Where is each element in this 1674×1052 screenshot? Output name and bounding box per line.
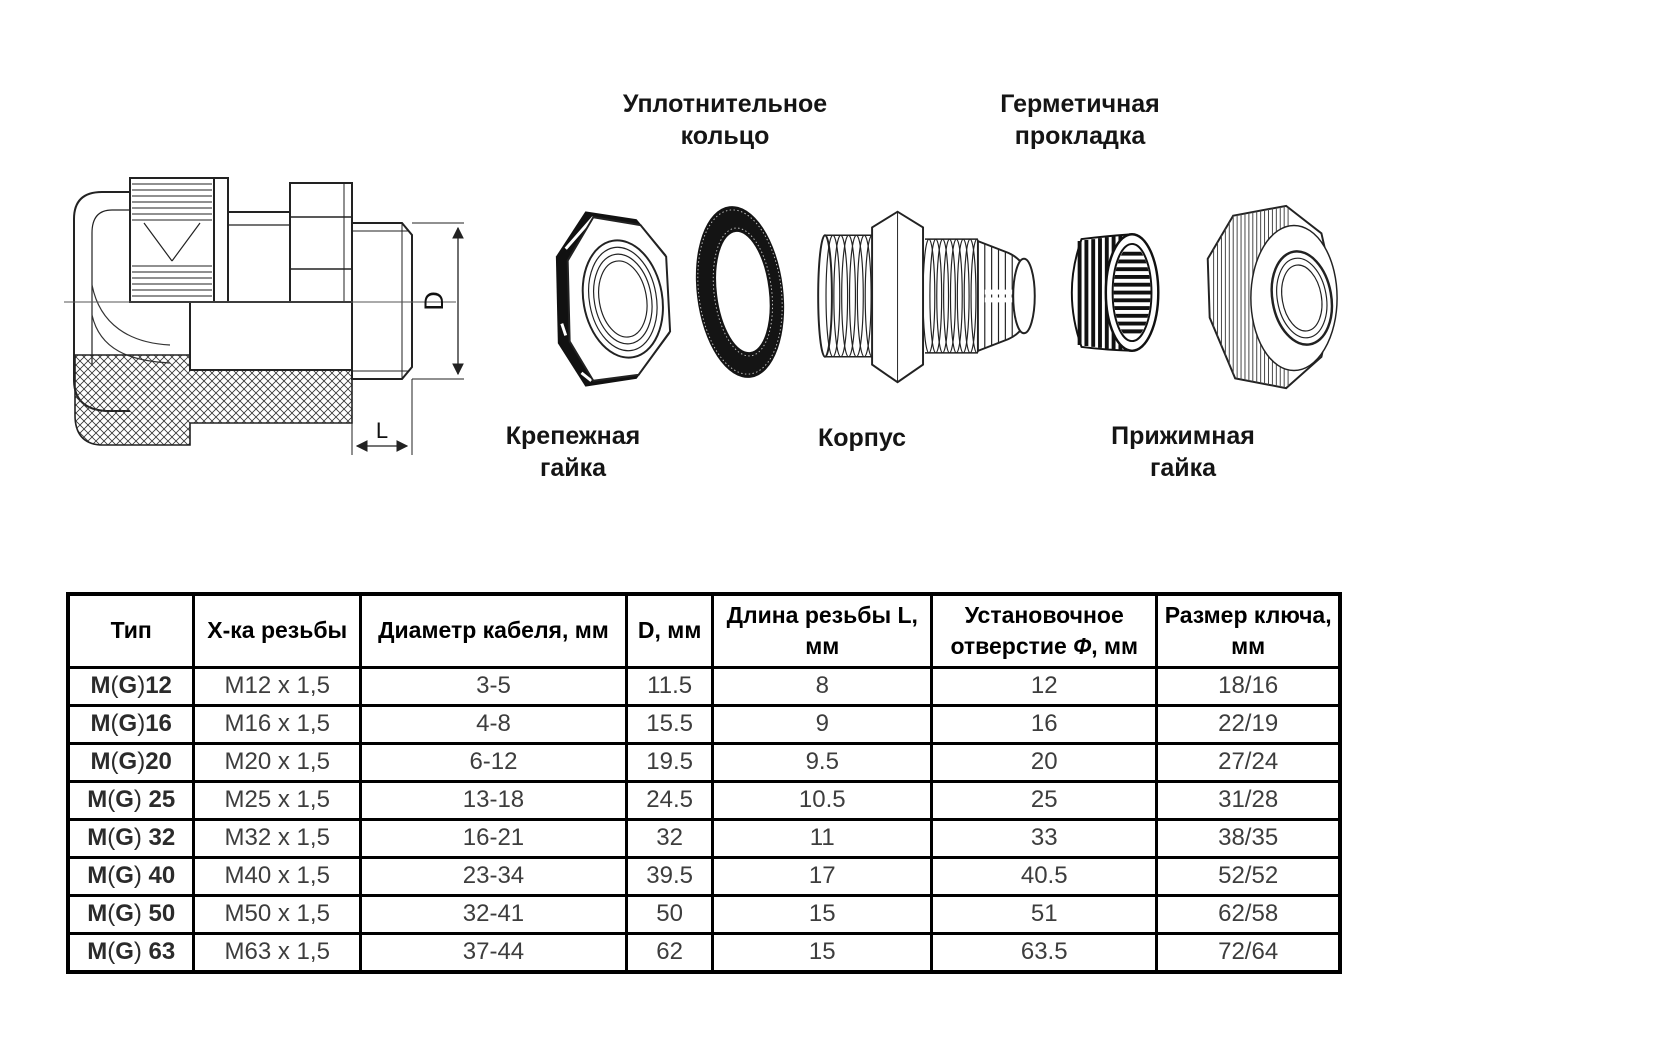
cell-wrench: 31/28 (1155, 780, 1342, 821)
cell-d: 11.5 (624, 666, 715, 707)
cell-wrench: 27/24 (1155, 742, 1342, 783)
cell-wrench: 18/16 (1155, 666, 1342, 707)
column-header-length: Длина резьбы L, мм (711, 592, 934, 669)
column-header-hole: Установочное отверстие Ф, мм (930, 592, 1159, 669)
cell-thread: M32 x 1,5 (192, 818, 363, 859)
cell-wrench: 38/35 (1155, 818, 1342, 859)
cell-wrench: 52/52 (1155, 856, 1342, 897)
clamping-nut-label: Прижимная гайка (1111, 422, 1255, 482)
cell-type: M(G) 63 (66, 932, 196, 974)
cell-hole: 63.5 (930, 932, 1159, 974)
cell-cable: 13-18 (359, 780, 628, 821)
cell-length: 15 (711, 932, 934, 974)
cell-thread: M25 x 1,5 (192, 780, 363, 821)
cell-cable: 6-12 (359, 742, 628, 783)
cell-cable: 16-21 (359, 818, 628, 859)
clamping-nut-drawing (1206, 204, 1338, 390)
cell-hole: 25 (930, 780, 1159, 821)
column-header-type: Тип (66, 592, 196, 669)
seal-ring-label: Уплотнительное кольцо (622, 90, 828, 150)
assembled-gland-section-drawing: D L (64, 177, 464, 455)
cell-hole: 20 (930, 742, 1159, 783)
fastening-nut-drawing (555, 211, 672, 387)
dimension-l-label: L (376, 418, 388, 443)
cell-thread: M40 x 1,5 (192, 856, 363, 897)
cell-cable: 4-8 (359, 704, 628, 745)
cell-type: M(G) 32 (66, 818, 196, 859)
fastening-nut-label: Крепежная гайка (505, 422, 641, 482)
cell-cable: 37-44 (359, 932, 628, 974)
cell-d: 19.5 (624, 742, 715, 783)
cell-hole: 51 (930, 894, 1159, 935)
cell-cable: 3-5 (359, 666, 628, 707)
cell-type: M(G) 40 (66, 856, 196, 897)
cell-hole: 33 (930, 818, 1159, 859)
cell-thread: M12 x 1,5 (192, 666, 363, 707)
cell-type: M(G)12 (66, 666, 196, 707)
column-header-wrench: Размер ключа, мм (1155, 592, 1342, 669)
cell-hole: 12 (930, 666, 1159, 707)
cell-type: M(G) 50 (66, 894, 196, 935)
body-label: Корпус (817, 424, 907, 452)
cell-d: 24.5 (624, 780, 715, 821)
cell-wrench: 22/19 (1155, 704, 1342, 745)
cell-d: 32 (624, 818, 715, 859)
seal-ring-drawing (695, 206, 785, 378)
cell-length: 8 (711, 666, 934, 707)
cell-type: M(G)16 (66, 704, 196, 745)
cell-d: 50 (624, 894, 715, 935)
cell-d: 62 (624, 932, 715, 974)
column-header-cable: Диаметр кабеля, мм (359, 592, 628, 669)
cell-d: 15.5 (624, 704, 715, 745)
cell-length: 10.5 (711, 780, 934, 821)
gasket-drawing (1070, 233, 1160, 353)
cell-wrench: 72/64 (1155, 932, 1342, 974)
cell-wrench: 62/58 (1155, 894, 1342, 935)
cell-thread: M63 x 1,5 (192, 932, 363, 974)
cell-length: 11 (711, 818, 934, 859)
cell-cable: 32-41 (359, 894, 628, 935)
cell-thread: M16 x 1,5 (192, 704, 363, 745)
cell-length: 9 (711, 704, 934, 745)
dimension-d-label: D (419, 291, 449, 311)
cell-type: M(G)20 (66, 742, 196, 783)
cell-length: 17 (711, 856, 934, 897)
column-header-thread: Х-ка резьбы (192, 592, 363, 669)
cell-hole: 16 (930, 704, 1159, 745)
cell-type: M(G) 25 (66, 780, 196, 821)
column-header-d: D, мм (624, 592, 715, 669)
cell-hole: 40.5 (930, 856, 1159, 897)
cell-length: 15 (711, 894, 934, 935)
cell-thread: M50 x 1,5 (192, 894, 363, 935)
cell-cable: 23-34 (359, 856, 628, 897)
gasket-label: Герметичная прокладка (1000, 90, 1160, 150)
cell-d: 39.5 (624, 856, 715, 897)
cell-length: 9.5 (711, 742, 934, 783)
cell-thread: M20 x 1,5 (192, 742, 363, 783)
body-drawing (817, 210, 1036, 384)
